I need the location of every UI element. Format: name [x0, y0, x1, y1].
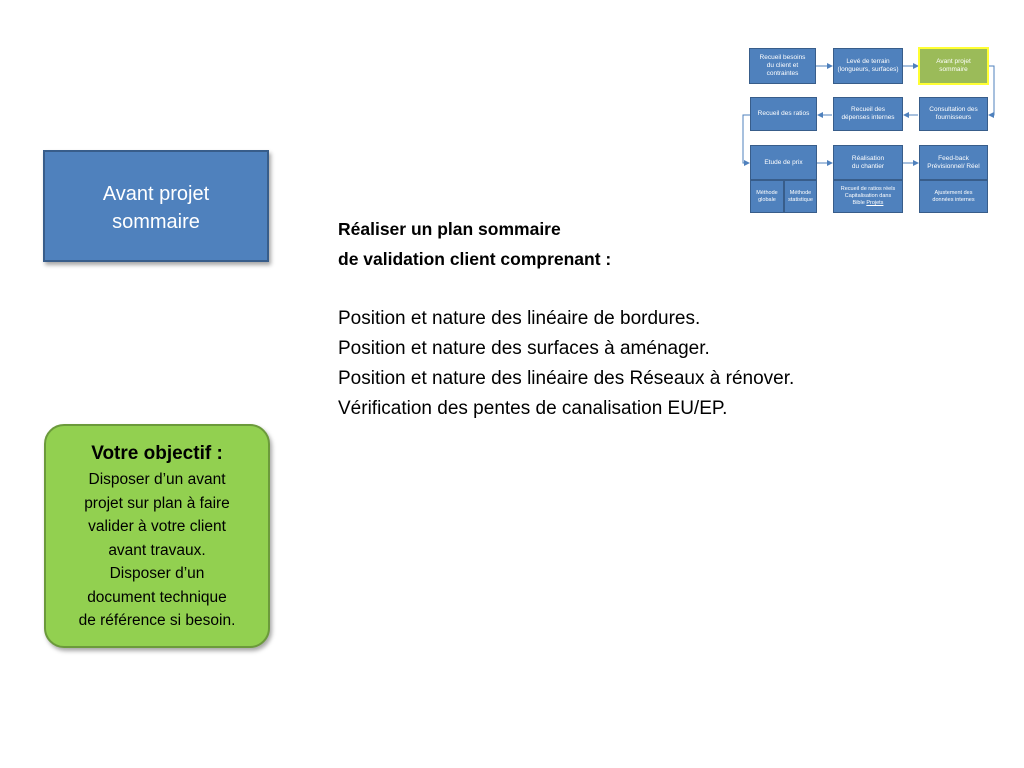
content-heading-line-2: de validation client comprenant : — [338, 249, 612, 269]
node-ajustement-donnees: Ajustement des données internes — [919, 180, 988, 213]
process-flow-diagram: Recueil besoins du client et contraintes… — [740, 42, 1000, 218]
title-line-1: Avant projet — [102, 183, 210, 205]
node-consultation-fournisseurs: Consultation des fournisseurs — [919, 97, 988, 131]
content-item-pentes: Vérification des pentes de canalisation … — [338, 398, 728, 419]
objective-line: valider à votre client — [88, 518, 226, 535]
objective-line: document technique — [87, 588, 227, 606]
objective-line: Disposer d’un avant — [88, 471, 226, 488]
content-item-surfaces: Position et nature des surfaces à aménag… — [338, 338, 710, 359]
node-leve-terrain: Levé de terrain (longueurs, surfaces) — [833, 48, 903, 84]
avant-projet-sommaire-box: Avant projet sommaire — [43, 150, 269, 262]
objective-box: Votre objectif : Disposer d’un avant pro… — [44, 424, 270, 648]
content-item-reseaux: Position et nature des linéaire des Rése… — [338, 368, 795, 389]
node-realisation-chantier: Réalisation du chantier — [833, 145, 903, 180]
content-item-bordures: Position et nature des linéaire de bordu… — [338, 308, 701, 329]
arrow-avant-projet-to-consultation — [988, 65, 995, 118]
objective-heading: Votre objectif : — [91, 443, 223, 464]
objective-line: de référence si besoin. — [78, 612, 236, 629]
node-feedback: Feed-back Prévisionnel/ Réel — [919, 145, 988, 180]
bible-projets-link[interactable]: Projets — [866, 200, 884, 206]
flow-arrows — [742, 63, 995, 166]
main-content: Réaliser un plan sommaire de validation … — [338, 214, 918, 424]
node-avant-projet-sommaire: Avant projet sommaire — [918, 47, 989, 85]
node-recueil-depenses: Recueil des dépenses internes — [833, 97, 903, 131]
node-etude-prix: Etude de prix — [750, 145, 817, 180]
node-recueil-besoins: Recueil besoins du client et contraintes — [749, 48, 816, 84]
node-recueil-ratios: Recueil des ratios — [750, 97, 817, 131]
objective-line: projet sur plan à faire — [84, 494, 230, 512]
content-heading-line-1: Réaliser un plan sommaire — [338, 219, 561, 239]
objective-line: Disposer d’un — [109, 565, 205, 582]
arrow-ratios-to-etude — [742, 114, 750, 166]
node-recueil-ratios-reels: Recueil de ratios réels Capitalisation d… — [833, 180, 903, 213]
node-methode-globale: Méthode globale — [750, 180, 784, 213]
content-spacer — [338, 274, 918, 304]
title-line-2: sommaire — [112, 211, 200, 233]
objective-line: avant travaux. — [108, 541, 206, 559]
node-methode-statistique: Méthode statistique — [784, 180, 817, 213]
